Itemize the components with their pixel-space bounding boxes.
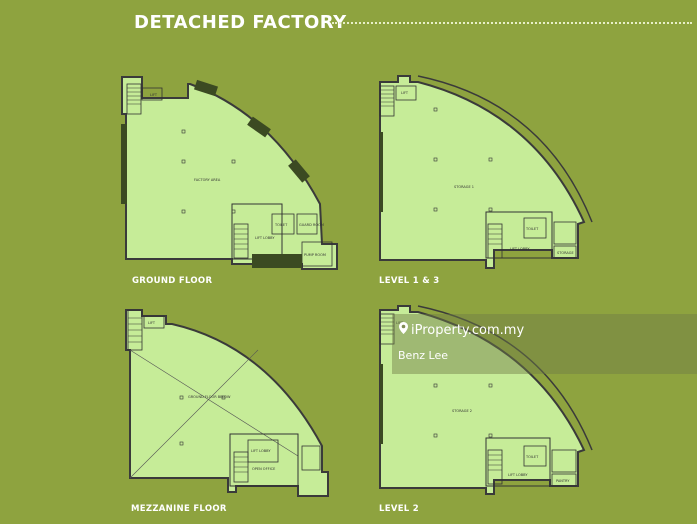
watermark-agent: Benz Lee: [398, 349, 449, 362]
level13-toilet-label: TOILET: [525, 227, 539, 231]
level13-store-label: STORAGE: [557, 251, 574, 255]
level2-pantry-label: PANTRY: [556, 479, 570, 483]
mezzanine-floor-plan: GROUND FLOOR BELOW LIFT OPEN OFFICE LIFT…: [118, 306, 334, 498]
ground-pump-label: PUMP ROOM: [304, 253, 326, 257]
mezz-office-label: OPEN OFFICE: [252, 467, 275, 471]
ground-floor-label: GROUND FLOOR: [132, 276, 213, 286]
watermark-brand: iProperty.com.my: [399, 322, 524, 338]
ground-lobby-label: LIFT LOBBY: [255, 236, 275, 240]
level-2-plan: STORAGE 2 LIFT LOBBY TOILET PANTRY LIFT: [374, 304, 596, 500]
mezz-main-room: GROUND FLOOR BELOW: [188, 395, 231, 399]
title-divider: [332, 22, 692, 24]
mezz-lobby-label: LIFT LOBBY: [251, 449, 271, 453]
level2-lift-label: LIFT: [396, 321, 404, 325]
ground-toilet-label: TOILET: [274, 223, 288, 227]
page-title: DETACHED FACTORY: [134, 12, 347, 33]
level2-toilet-label: TOILET: [525, 455, 539, 459]
level2-main-room: STORAGE 2: [452, 409, 472, 413]
level-1-3-label: LEVEL 1 & 3: [379, 276, 440, 286]
watermark-brand-text: iProperty.com.my: [411, 323, 525, 338]
mezz-lift-label: LIFT: [148, 321, 156, 325]
level-2-label: LEVEL 2: [379, 504, 419, 514]
ground-floor-plan: FACTORY AREA LIFT LIFT LOBBY TOILET PUMP…: [112, 74, 344, 272]
location-pin-icon: [399, 322, 408, 338]
level13-lobby-label: LIFT LOBBY: [510, 247, 530, 251]
level13-lift-label: LIFT: [401, 91, 409, 95]
ground-main-room: FACTORY AREA: [194, 178, 221, 182]
ground-lift-label: LIFT: [150, 93, 158, 97]
watermark-banner: [392, 314, 697, 374]
ground-guard-label: GUARD ROOM: [299, 223, 324, 227]
level-1-3-plan: STORAGE 1 LIFT LIFT LOBBY TOILET STORAGE: [374, 72, 596, 272]
level13-main-room: STORAGE 1: [454, 185, 474, 189]
mezzanine-floor-label: MEZZANINE FLOOR: [131, 504, 227, 514]
level2-lobby-label: LIFT LOBBY: [508, 473, 528, 477]
